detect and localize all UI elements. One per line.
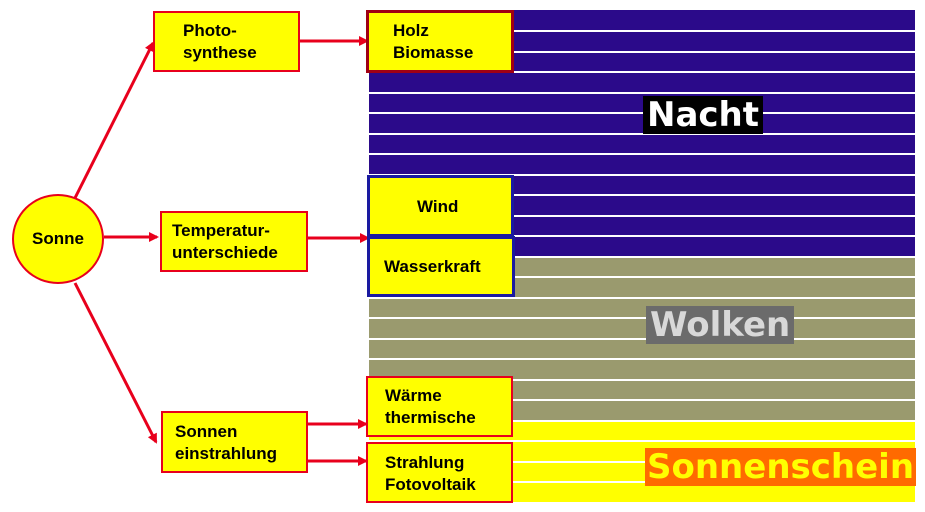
stripe-line xyxy=(369,235,915,237)
stripe-line xyxy=(369,71,915,73)
stripe-line xyxy=(369,276,915,278)
sun-label: Sonne xyxy=(32,229,84,248)
hydro-box: Wasserkraft xyxy=(367,236,515,297)
night-label: Nacht xyxy=(643,96,764,134)
radiation-box: Sonnen einstrahlung xyxy=(161,411,308,473)
stripe-line xyxy=(369,399,915,401)
stripe-line xyxy=(369,461,915,463)
stripe-line xyxy=(369,174,915,176)
biomass-box: Holz Biomasse xyxy=(366,10,514,73)
stripe-line xyxy=(369,51,915,53)
stripe-line xyxy=(369,338,915,340)
photosynthesis-box: Photo- synthese xyxy=(153,11,300,72)
stripe-line xyxy=(369,420,915,422)
pv-box: Strahlung Fotovoltaik xyxy=(366,442,513,503)
stripe-line xyxy=(369,440,915,442)
stripe-line xyxy=(369,358,915,360)
stripe-line xyxy=(369,153,915,155)
stripe-line xyxy=(369,481,915,483)
thermal-box: Wärme thermische xyxy=(366,376,513,437)
stripe-line xyxy=(369,297,915,299)
stripe-line xyxy=(369,215,915,217)
stripe-line xyxy=(369,112,915,114)
arrow-sun-radiation xyxy=(73,282,158,444)
wind-box: Wind xyxy=(367,175,514,237)
stripe-line xyxy=(369,379,915,381)
stripe-line xyxy=(369,317,915,319)
stripe-line xyxy=(369,256,915,258)
arrow-sun-photo xyxy=(73,41,155,199)
sun-circle: Sonne xyxy=(12,194,104,284)
sunshine-label: Sonnenschein xyxy=(645,447,917,487)
stripe-line xyxy=(369,92,915,94)
temperature-box: Temperatur- unterschiede xyxy=(160,211,308,272)
stripe-line xyxy=(369,194,915,196)
clouds-label: Wolken xyxy=(646,306,795,344)
stripe-line xyxy=(369,30,915,32)
stripe-line xyxy=(369,133,915,135)
